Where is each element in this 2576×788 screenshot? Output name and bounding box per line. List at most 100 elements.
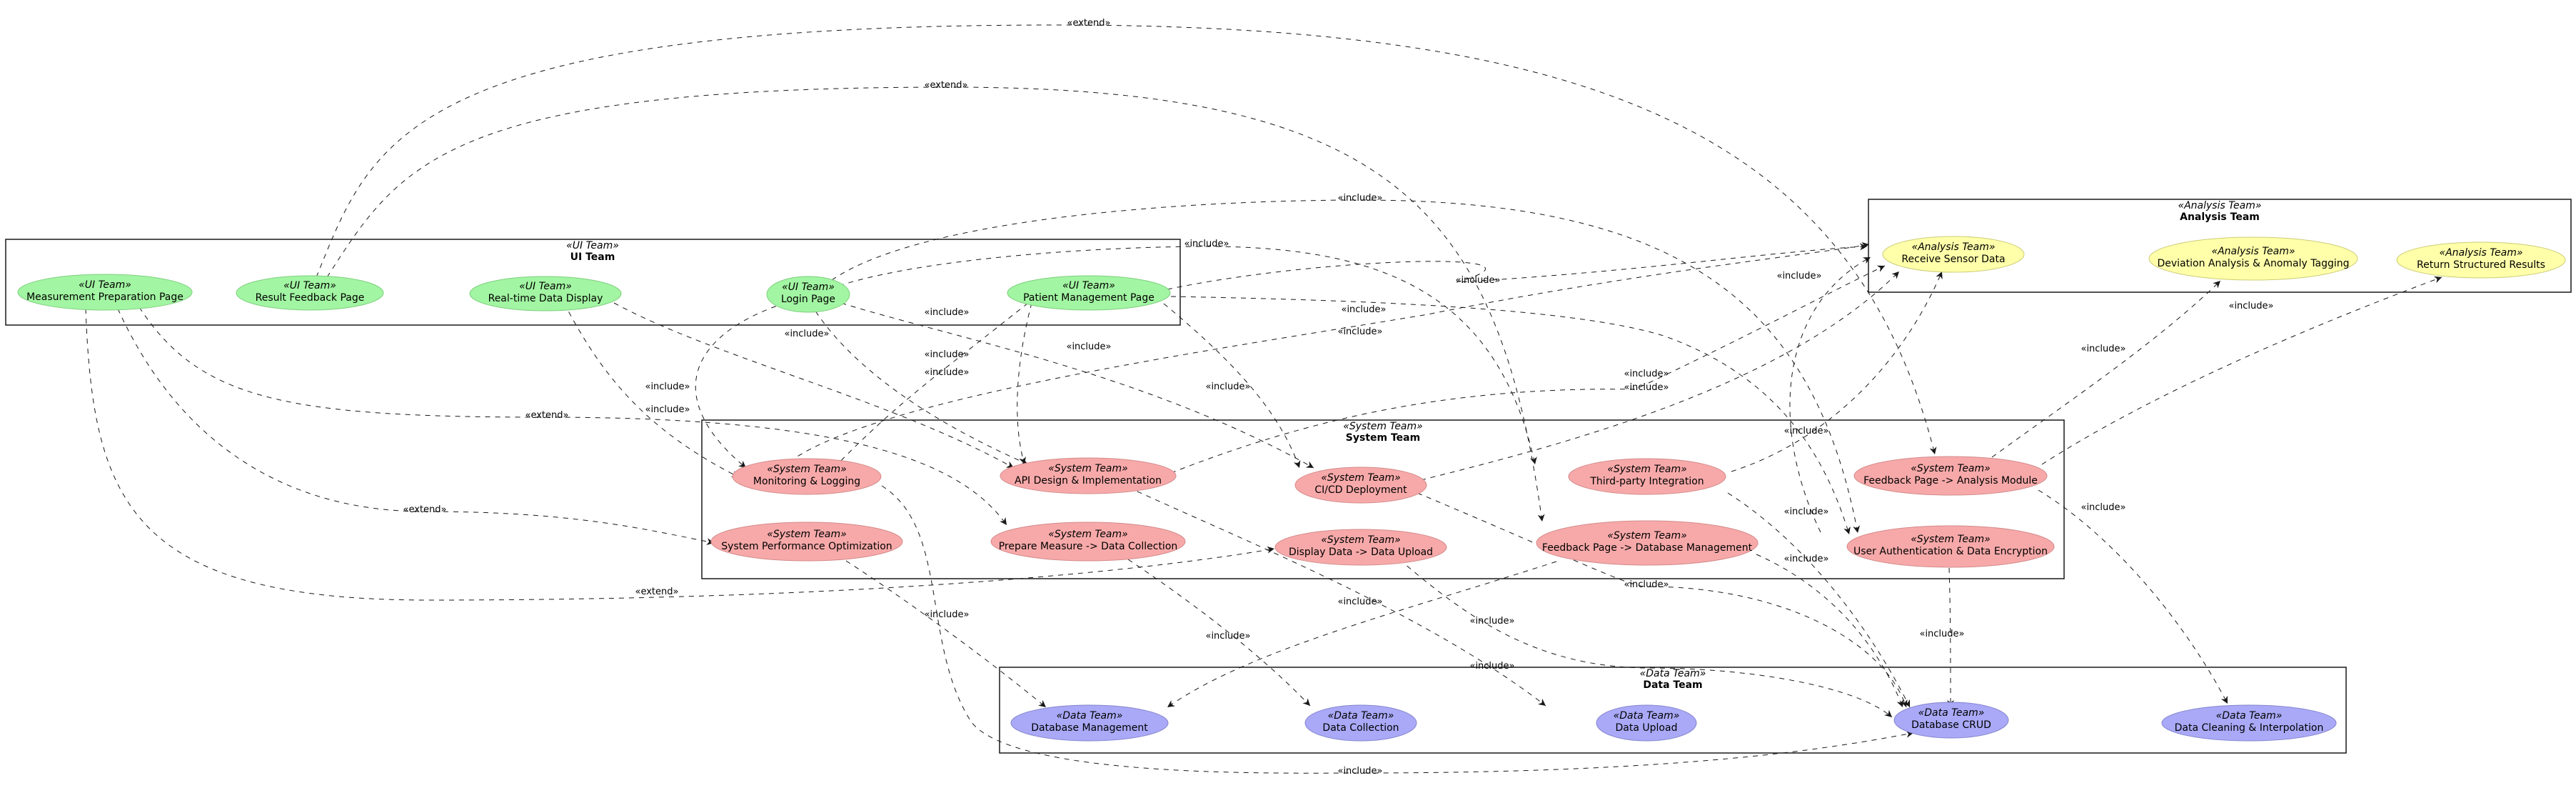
relation-label: «include» xyxy=(1337,766,1382,777)
usecase-label: Database Management xyxy=(1031,722,1148,734)
include-relation: «include» xyxy=(613,302,1015,469)
usecase-stereotype: «Data Team» xyxy=(1918,707,1985,719)
usecase-stereotype: «Data Team» xyxy=(1328,710,1394,722)
usecase-deviation-analysis-anomaly-tagging[interactable]: «Analysis Team» Deviation Analysis & Ano… xyxy=(2148,236,2358,281)
include-relation: «include» xyxy=(1167,243,1868,290)
relations-layer: «extend» «extend» «include» «include» «i… xyxy=(85,18,2442,777)
package-stereotype: «UI Team» xyxy=(566,240,619,251)
usecase-data-upload[interactable]: «Data Team» Data Upload xyxy=(1596,704,1697,742)
usecase-label: Measurement Preparation Page xyxy=(26,291,183,303)
relation-label: «include» xyxy=(1184,239,1229,249)
usecase-user-authentication-data-encryption[interactable]: «System Team» User Authentication & Data… xyxy=(1846,525,2055,568)
package-stereotype: «Data Team» xyxy=(1640,668,1706,679)
relation-label: «include» xyxy=(1337,326,1382,337)
relation-label: «include» xyxy=(1624,382,1669,393)
include-relation: «include» xyxy=(810,302,1029,465)
usecase-label: Display Data -> Data Upload xyxy=(1289,547,1433,558)
usecase-result-feedback-page[interactable]: «UI Team» Result Feedback Page xyxy=(236,275,384,311)
usecase-stereotype: «System Team» xyxy=(1607,464,1687,475)
usecase-label: CI/CD Deployment xyxy=(1314,484,1407,496)
usecase-stereotype: «System Team» xyxy=(1321,472,1401,484)
usecase-system-performance-optimization[interactable]: «System Team» System Performance Optimiz… xyxy=(710,522,903,562)
usecase-label: Receive Sensor Data xyxy=(1901,254,2005,265)
usecase-display-data-data-upload[interactable]: «System Team» Display Data -> Data Uploa… xyxy=(1274,529,1447,566)
include-relation: «include» xyxy=(1420,271,1900,481)
include-relation: «include» xyxy=(645,302,786,469)
extend-relation: «extend» xyxy=(316,18,1937,455)
relation-label: «include» xyxy=(1783,426,1828,437)
relation-label: «include» xyxy=(924,307,969,318)
relation-label: «include» xyxy=(1455,275,1500,286)
extend-relation: «extend» xyxy=(117,308,715,545)
usecase-feedback-page-analysis-module[interactable]: «System Team» Feedback Page -> Analysis … xyxy=(1853,456,2048,496)
relation-label: «extend» xyxy=(403,504,447,515)
usecase-third-party-integration[interactable]: «System Team» Third-party Integration xyxy=(1568,458,1726,495)
usecase-label: Login Page xyxy=(781,294,835,305)
relation-label: «include» xyxy=(2228,301,2273,311)
usecase-ci-cd-deployment[interactable]: «System Team» CI/CD Deployment xyxy=(1294,467,1427,504)
usecase-api-design-implementation[interactable]: «System Team» API Design & Implementatio… xyxy=(1000,457,1177,494)
usecase-feedback-page-database-management[interactable]: «System Team» Feedback Page -> Database … xyxy=(1536,520,1759,566)
include-relation: «include» xyxy=(1163,303,1301,469)
usecase-stereotype: «System Team» xyxy=(1321,534,1401,546)
relation-label: «include» xyxy=(1337,597,1382,607)
include-relation: «include» xyxy=(1919,567,1965,708)
relation-label: «include» xyxy=(924,367,969,378)
relation-label: «include» xyxy=(1341,304,1386,315)
include-relation: «include» xyxy=(1170,296,1851,535)
usecase-label: Data Collection xyxy=(1322,722,1399,734)
include-relation: «include» xyxy=(1170,265,1886,474)
relation-label: «include» xyxy=(1783,507,1828,517)
relation-label: «include» xyxy=(1624,579,1669,590)
usecase-database-management[interactable]: «Data Team» Database Management xyxy=(1010,704,1169,742)
include-relation: «include» xyxy=(1756,554,1904,708)
usecase-login-page[interactable]: «UI Team» Login Page xyxy=(766,276,850,313)
usecase-label: Prepare Measure -> Data Collection xyxy=(999,541,1178,552)
include-relation: «include» xyxy=(881,485,1914,777)
usecase-label: API Design & Implementation xyxy=(1015,475,1162,487)
include-relation: «include» xyxy=(1727,492,1911,708)
usecase-prepare-measure-data-collection[interactable]: «System Team» Prepare Measure -> Data Co… xyxy=(990,522,1186,562)
usecase-real-time-data-display[interactable]: «UI Team» Real-time Data Display xyxy=(469,276,622,311)
usecase-measurement-preparation-page[interactable]: «UI Team» Measurement Preparation Page xyxy=(17,274,193,311)
usecase-data-cleaning-interpolation[interactable]: «Data Team» Data Cleaning & Interpolatio… xyxy=(2161,704,2337,742)
usecase-stereotype: «Data Team» xyxy=(2216,710,2283,722)
usecase-stereotype: «Analysis Team» xyxy=(2439,247,2522,259)
package-title: System Team xyxy=(1346,432,1420,444)
usecase-database-crud[interactable]: «Data Team» Database CRUD xyxy=(1893,702,2009,739)
include-relation: «include» xyxy=(2038,489,2228,704)
include-relation: «include» xyxy=(1399,559,1893,718)
usecase-label: Feedback Page -> Analysis Module xyxy=(1863,475,2038,487)
usecase-monitoring-logging[interactable]: «System Team» Monitoring & Logging xyxy=(732,458,882,495)
package-title: Analysis Team xyxy=(2180,211,2260,223)
usecase-label: System Performance Optimization xyxy=(721,541,892,552)
usecase-stereotype: «Analysis Team» xyxy=(2211,246,2295,257)
extend-relation: «extend» xyxy=(326,80,1545,522)
usecase-stereotype: «UI Team» xyxy=(782,281,835,293)
usecase-label: Data Upload xyxy=(1616,722,1678,734)
include-relation: «include» xyxy=(1417,492,1908,708)
usecase-receive-sensor-data[interactable]: «Analysis Team» Receive Sensor Data xyxy=(1882,236,2025,273)
usecase-stereotype: «System Team» xyxy=(1911,534,1991,545)
usecase-label: Patient Management Page xyxy=(1023,292,1154,304)
relation-label: «include» xyxy=(924,609,969,620)
relation-label: «include» xyxy=(2081,344,2125,354)
include-relation: «include» xyxy=(924,302,1032,465)
include-relation: «include» xyxy=(2041,276,2442,465)
include-relation: «include» xyxy=(838,239,1537,465)
include-relation: «include» xyxy=(845,560,1047,708)
usecase-stereotype: «Data Team» xyxy=(1057,710,1123,722)
include-relation: «include» xyxy=(563,302,740,478)
relation-label: «include» xyxy=(1205,381,1250,392)
usecase-label: Monitoring & Logging xyxy=(753,476,860,487)
extend-relation: «extend» xyxy=(85,308,1275,601)
usecase-return-structured-results[interactable]: «Analysis Team» Return Structured Result… xyxy=(2396,241,2566,279)
usecase-stereotype: «UI Team» xyxy=(1062,280,1115,291)
use-cases-layer: «UI Team» Measurement Preparation Page «… xyxy=(17,236,2566,742)
include-relation: «include» xyxy=(781,241,1870,469)
usecase-stereotype: «System Team» xyxy=(1911,463,1991,474)
usecase-stereotype: «Data Team» xyxy=(1614,710,1680,722)
usecase-patient-management-page[interactable]: «UI Team» Patient Management Page xyxy=(1007,275,1171,311)
usecase-data-collection[interactable]: «Data Team» Data Collection xyxy=(1304,704,1417,742)
